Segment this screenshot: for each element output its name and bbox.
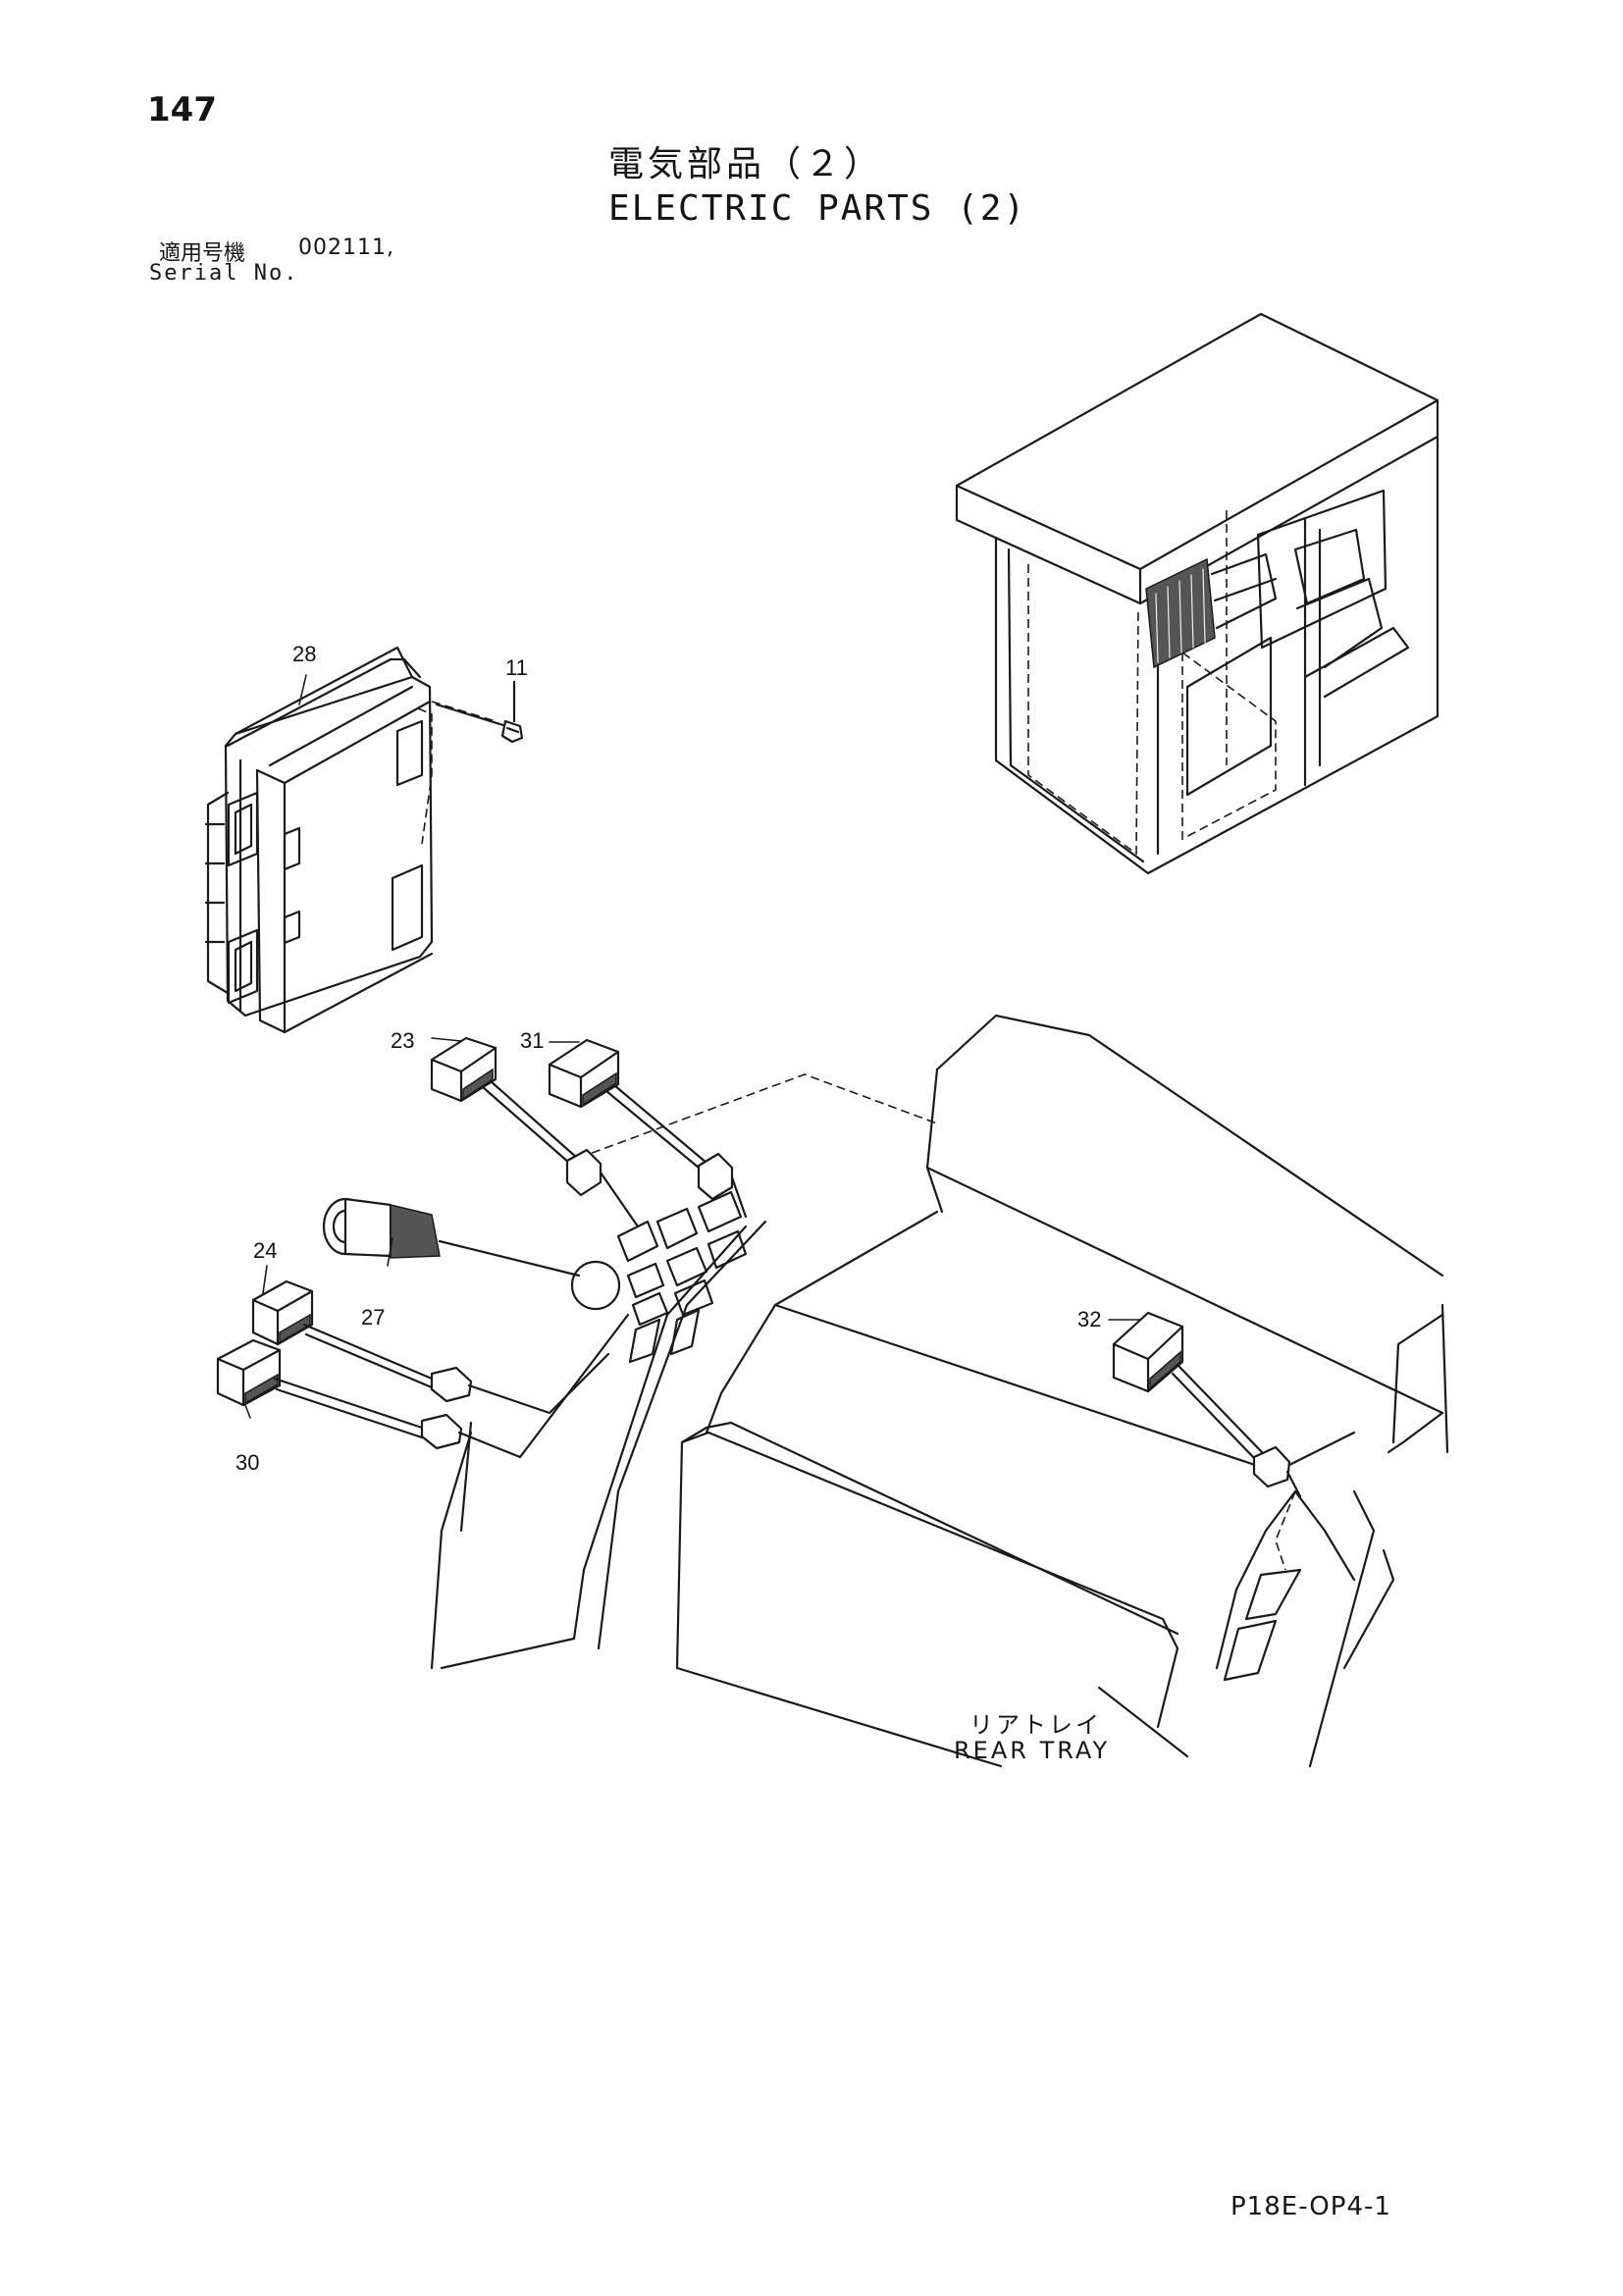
callout-27: 27 [361,1305,385,1330]
switch-23 [430,1036,640,1228]
controller-unit-28 [204,646,497,1034]
serial-number-label: Serial No. [149,261,299,286]
document-code: P18E-OP4-1 [1230,2192,1391,2221]
callout-32: 32 [1077,1307,1101,1331]
socket-27 [322,1197,581,1278]
switch-24 [251,1279,610,1415]
applicable-serial-value: 002111, [298,235,394,260]
callout-23: 23 [391,1028,414,1053]
switch-32 [1112,1311,1302,1498]
switch-31 [548,1038,748,1219]
callout-leaders [244,674,1141,1419]
page-title-english: ELECTRIC PARTS (2) [608,188,1027,229]
page-title-japanese: 電気部品（２） [608,144,884,184]
cab-illustration [955,312,1440,875]
switch-30 [216,1313,630,1459]
applicable-machine-label: 適用号機 [159,241,246,266]
rear-tray-label-english: REAR TRAY [954,1737,1111,1764]
callout-24: 24 [253,1238,277,1263]
rear-tray-label-japanese: リアトレイ [969,1711,1102,1739]
callout-28: 28 [292,642,316,666]
page-number: 147 [147,90,217,130]
callout-31: 31 [520,1028,544,1053]
console-illustration [430,1014,1449,1768]
callout-30: 30 [236,1450,259,1475]
callout-11: 11 [505,655,528,680]
bolt-11 [435,680,524,744]
